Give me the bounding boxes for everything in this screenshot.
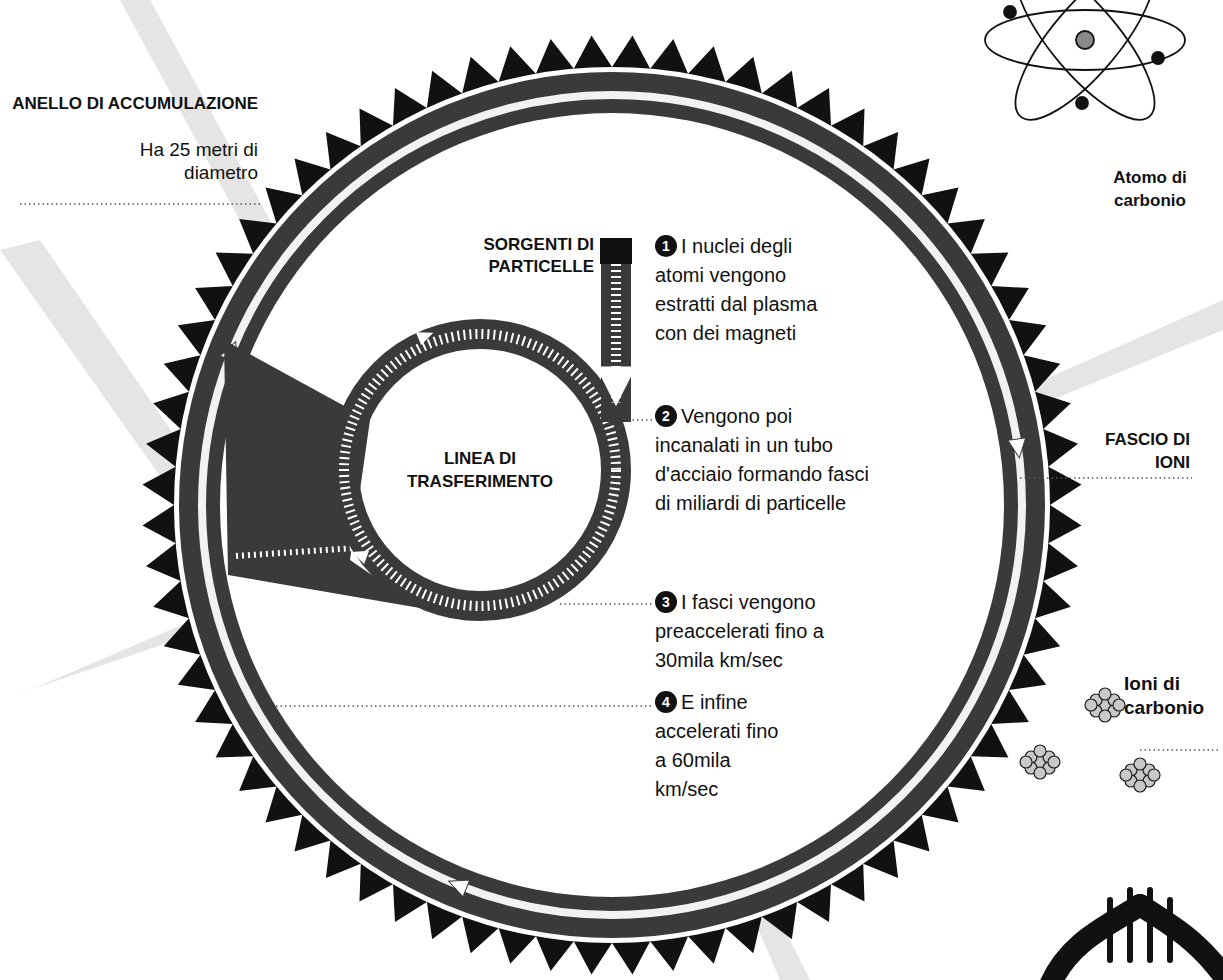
transfer-ring: [344, 334, 616, 606]
ion-particle: [1134, 780, 1146, 792]
nucleus: [1076, 31, 1094, 49]
orbit: [985, 10, 1185, 70]
leader-line: [628, 419, 652, 421]
callout: 4E infine accelerati fino a 60mila km/se…: [655, 688, 795, 804]
leader-line: [560, 603, 652, 605]
transfer-arrows: [349, 326, 436, 564]
storage-ring: [179, 72, 1045, 938]
electron: [1004, 6, 1016, 18]
ion-particle: [1120, 769, 1132, 781]
ion-particle: [1134, 758, 1146, 770]
node-heading: SORGENTI DI PARTICELLE: [454, 234, 594, 278]
transfer-line: LINEA DI TRASFERIMENTO: [329, 319, 631, 621]
beam-connector: [611, 264, 621, 402]
node-title: LINEA DI TRASFERIMENTO: [395, 447, 565, 493]
callout-number: 2: [655, 405, 677, 427]
dna-shape: [1050, 890, 1223, 980]
callout-text: I nuclei degli atomi vengono estratti da…: [655, 235, 817, 344]
ring-band: [202, 95, 1022, 915]
callout: 1I nuclei degli atomi vengono estratti d…: [655, 232, 843, 348]
transfer-tube: [601, 262, 631, 422]
ion-particle: [1048, 756, 1060, 768]
beam-arrow: [416, 326, 436, 345]
transfer-stripes: [236, 548, 355, 556]
strand: [1050, 905, 1140, 980]
ion-particle: [1034, 767, 1046, 779]
ion-particle: [1099, 688, 1111, 700]
beam-arrow: [445, 873, 469, 897]
ion-particle: [1099, 710, 1111, 722]
dimension-note: Ha 25 metri di diametro: [108, 138, 258, 184]
callout-text: I fasci vengono preaccelerati fino a 30m…: [655, 591, 824, 671]
ion-particle: [1085, 699, 1097, 711]
beam-arrow: [349, 545, 369, 564]
ion-particle: [1020, 756, 1032, 768]
ion-particle: [1034, 745, 1046, 757]
callout-number: 3: [655, 591, 677, 613]
electron: [1076, 97, 1088, 109]
illustration-caption: Ioni di carbonio: [1124, 672, 1218, 720]
carbon-atom: [985, 0, 1185, 138]
electron: [1152, 52, 1164, 64]
callout-text: Vengono poi incanalati in un tubo d'acci…: [655, 405, 869, 514]
beam-arrow: [1008, 438, 1028, 459]
ring-gap: [174, 67, 1050, 943]
part-name: ANELLO DI ACCUMULAZIONE: [8, 92, 258, 115]
particle-source: SORGENTI DI PARTICELLE: [600, 238, 632, 264]
leader-line: [20, 203, 262, 205]
callout-number: 4: [655, 691, 677, 713]
callout: 3I fasci vengono preaccelerati fino a 30…: [655, 588, 845, 675]
illustration-caption: Atomo di carbonio: [1080, 166, 1220, 212]
callout: 2Vengono poi incanalati in un tubo d'acc…: [655, 402, 873, 518]
leader-line: [276, 705, 652, 707]
ion-particle: [1113, 699, 1125, 711]
transfer-stripes: [344, 334, 616, 606]
rung: [1110, 890, 1170, 960]
callout-number: 1: [655, 235, 677, 257]
ring-inside: [220, 113, 1004, 897]
leader-lines: [20, 204, 1218, 750]
leader-line: [1020, 477, 1192, 479]
part-name: FASCIO DI IONI: [1100, 428, 1190, 474]
ion-particle: [1148, 769, 1160, 781]
leader-line: [1140, 749, 1218, 751]
toothed-ring: [142, 35, 1081, 974]
